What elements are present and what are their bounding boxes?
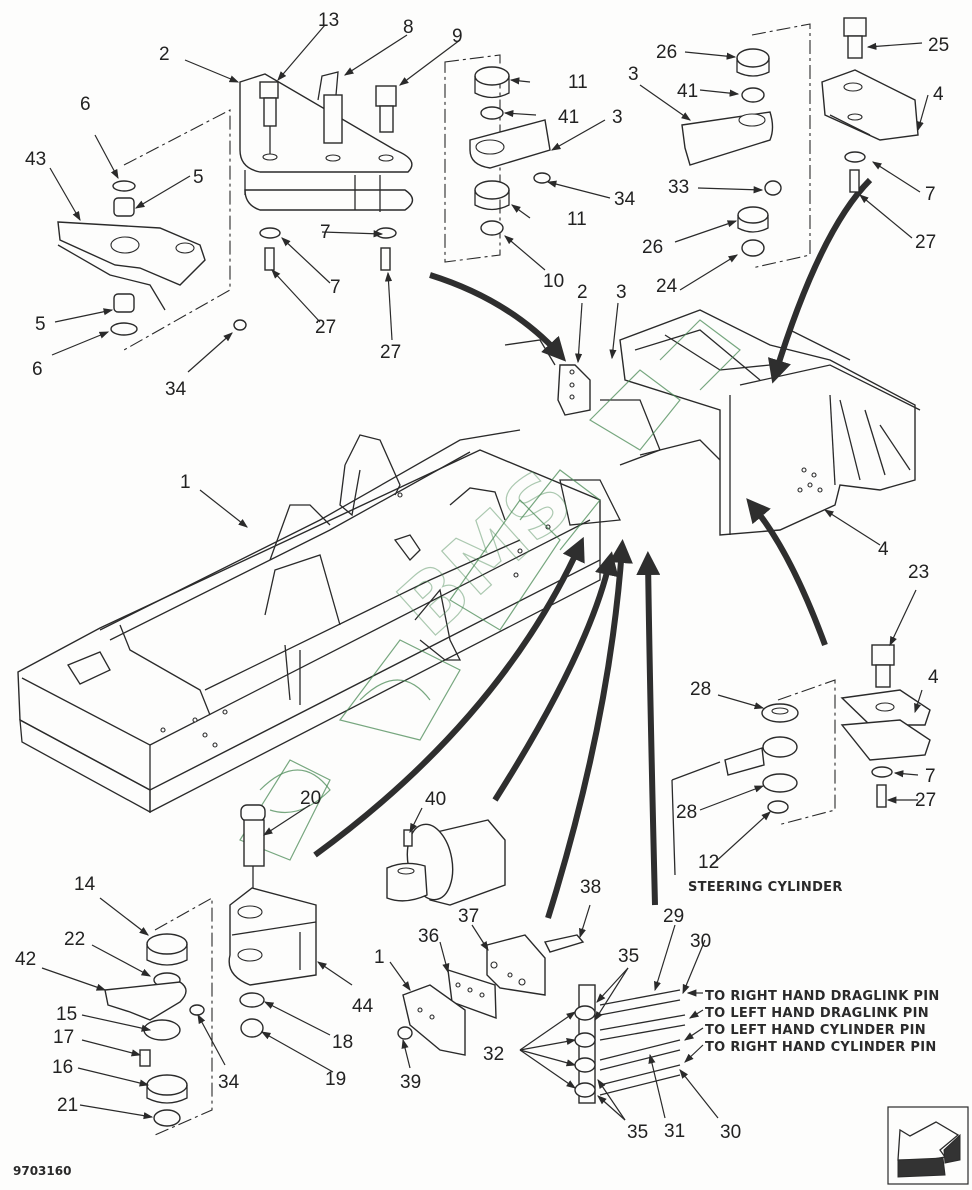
callout-9: 9	[452, 26, 463, 47]
callout-8: 8	[403, 17, 414, 38]
callout-7: 7	[330, 277, 341, 298]
pivot-bracket-assembly	[57, 71, 414, 351]
callout-28: 28	[690, 679, 711, 700]
callout-19: 19	[325, 1069, 346, 1090]
callout-33: 33	[668, 177, 689, 198]
callout-31: 31	[664, 1121, 685, 1142]
callout-39: 39	[400, 1072, 421, 1093]
callout-16: 16	[52, 1057, 73, 1078]
callout-7: 7	[925, 766, 936, 787]
callout-40: 40	[425, 789, 446, 810]
center-link-assembly	[444, 54, 551, 263]
figure-id-label: 9703160	[13, 1164, 71, 1178]
callout-4: 4	[878, 539, 889, 560]
callout-36: 36	[418, 926, 439, 947]
callout-12: 12	[698, 852, 719, 873]
callout-22: 22	[64, 929, 85, 950]
callout-43: 43	[25, 149, 46, 170]
callout-41: 41	[677, 81, 698, 102]
callout-7: 7	[925, 184, 936, 205]
callout-14: 14	[74, 874, 96, 895]
callout-25: 25	[928, 35, 949, 56]
callout-6: 6	[80, 94, 91, 115]
callout-18: 18	[332, 1032, 353, 1053]
callout-2: 2	[159, 44, 170, 65]
callout-34: 34	[218, 1072, 240, 1093]
callout-30: 30	[720, 1122, 741, 1143]
steering-cylinder-note: STEERING CYLINDER	[688, 880, 843, 895]
callout-labels: 13 8 9 2 6 43 5 11 41 3 34 11 10 7 7 27 …	[13, 10, 949, 1178]
callout-26: 26	[642, 237, 663, 258]
callout-7: 7	[320, 222, 331, 243]
cylinder-link-assembly	[681, 17, 919, 269]
callout-27: 27	[315, 317, 336, 338]
callout-6: 6	[32, 359, 43, 380]
hose-target-note: TO LEFT HAND CYLINDER PIN	[705, 1023, 926, 1038]
callout-15: 15	[56, 1004, 77, 1025]
callout-38: 38	[580, 877, 601, 898]
callout-41: 41	[558, 107, 579, 128]
callout-42: 42	[15, 949, 36, 970]
callout-10: 10	[543, 271, 564, 292]
callout-17: 17	[53, 1027, 74, 1048]
callout-3: 3	[616, 282, 627, 303]
callout-27: 27	[915, 790, 936, 811]
leader-lines	[41, 24, 929, 1121]
callout-2: 2	[577, 282, 588, 303]
callout-5: 5	[193, 167, 204, 188]
draglink-assembly	[104, 804, 317, 1136]
cylinder-mount-assembly	[386, 819, 585, 1056]
callout-21: 21	[57, 1095, 78, 1116]
callout-26: 26	[656, 42, 677, 63]
callout-13: 13	[318, 10, 339, 31]
callout-29: 29	[663, 906, 684, 927]
callout-5: 5	[35, 314, 46, 335]
front-direction-arrow-icon	[887, 1106, 969, 1185]
hose-target-note: TO RIGHT HAND DRAGLINK PIN	[705, 989, 940, 1004]
hose-target-note: TO RIGHT HAND CYLINDER PIN	[705, 1040, 937, 1055]
steering-cylinder-assembly	[671, 644, 931, 876]
main-frame	[17, 429, 601, 814]
callout-34: 34	[614, 189, 636, 210]
callout-35: 35	[627, 1122, 648, 1143]
callout-24: 24	[656, 276, 678, 297]
callout-27: 27	[915, 232, 936, 253]
callout-37: 37	[458, 906, 479, 927]
grease-line-assembly	[574, 984, 686, 1104]
callout-4: 4	[928, 667, 939, 688]
callout-28: 28	[676, 802, 697, 823]
callout-1: 1	[180, 472, 191, 493]
callout-30: 30	[690, 931, 711, 952]
callout-23: 23	[908, 562, 929, 583]
callout-34: 34	[165, 379, 187, 400]
callout-3: 3	[628, 64, 639, 85]
callout-4: 4	[933, 84, 944, 105]
callout-11: 11	[567, 209, 587, 230]
callout-35: 35	[618, 946, 639, 967]
assembly-arrows	[313, 177, 873, 919]
callout-20: 20	[300, 788, 321, 809]
callout-27: 27	[380, 342, 401, 363]
callout-44: 44	[352, 996, 374, 1017]
callout-32: 32	[483, 1044, 504, 1065]
callout-11: 11	[568, 72, 588, 93]
callout-3: 3	[612, 107, 623, 128]
hose-target-note: TO LEFT HAND DRAGLINK PIN	[705, 1006, 929, 1021]
callout-1: 1	[374, 947, 385, 968]
